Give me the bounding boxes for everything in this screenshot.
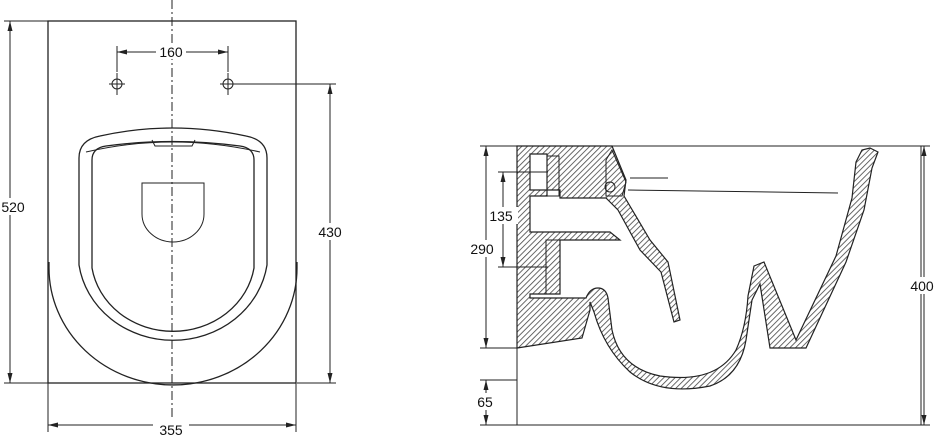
- side-view: 135 290 400: [466, 145, 938, 426]
- dim-hole-spacing-label: 160: [159, 44, 183, 60]
- dim-outlet-height-label: 290: [470, 241, 494, 257]
- dim-inlet-height: 135: [486, 172, 518, 267]
- front-bowl-opening: [141, 182, 205, 243]
- front-bowl-shroud: [48, 262, 298, 386]
- side-ceramic-section: [516, 145, 879, 390]
- side-inlet-spud: [546, 155, 560, 197]
- front-seat-notch: [151, 139, 196, 147]
- side-water-line-2: [627, 189, 839, 194]
- front-seat-rim: [85, 141, 261, 153]
- dim-bowl-height: 400: [880, 145, 938, 426]
- front-seat-outer: [78, 127, 268, 341]
- dim-front-width-label: 355: [159, 422, 183, 436]
- side-rim-channel: [605, 148, 627, 197]
- dim-hole-spacing: 160: [116, 44, 229, 72]
- dim-inlet-height-label: 135: [489, 208, 513, 224]
- dim-front-height: 520: [0, 20, 48, 384]
- front-seat-inner: [91, 140, 255, 332]
- dim-floor-clearance-label: 65: [477, 394, 493, 410]
- dim-front-height-label: 520: [1, 199, 25, 215]
- dim-bowl-height-label: 400: [910, 278, 934, 294]
- dim-floor-clearance: 65: [472, 379, 517, 426]
- front-view: 160 520 430: [0, 0, 346, 436]
- mounting-hole-left: [109, 73, 125, 95]
- dim-outlet-height: 290: [466, 145, 517, 349]
- dim-front-width: 355: [47, 383, 297, 436]
- mounting-hole-right: [220, 73, 236, 95]
- side-flush-hole: [604, 181, 616, 193]
- dim-hole-height: 430: [236, 83, 346, 384]
- dim-hole-height-label: 430: [318, 224, 342, 240]
